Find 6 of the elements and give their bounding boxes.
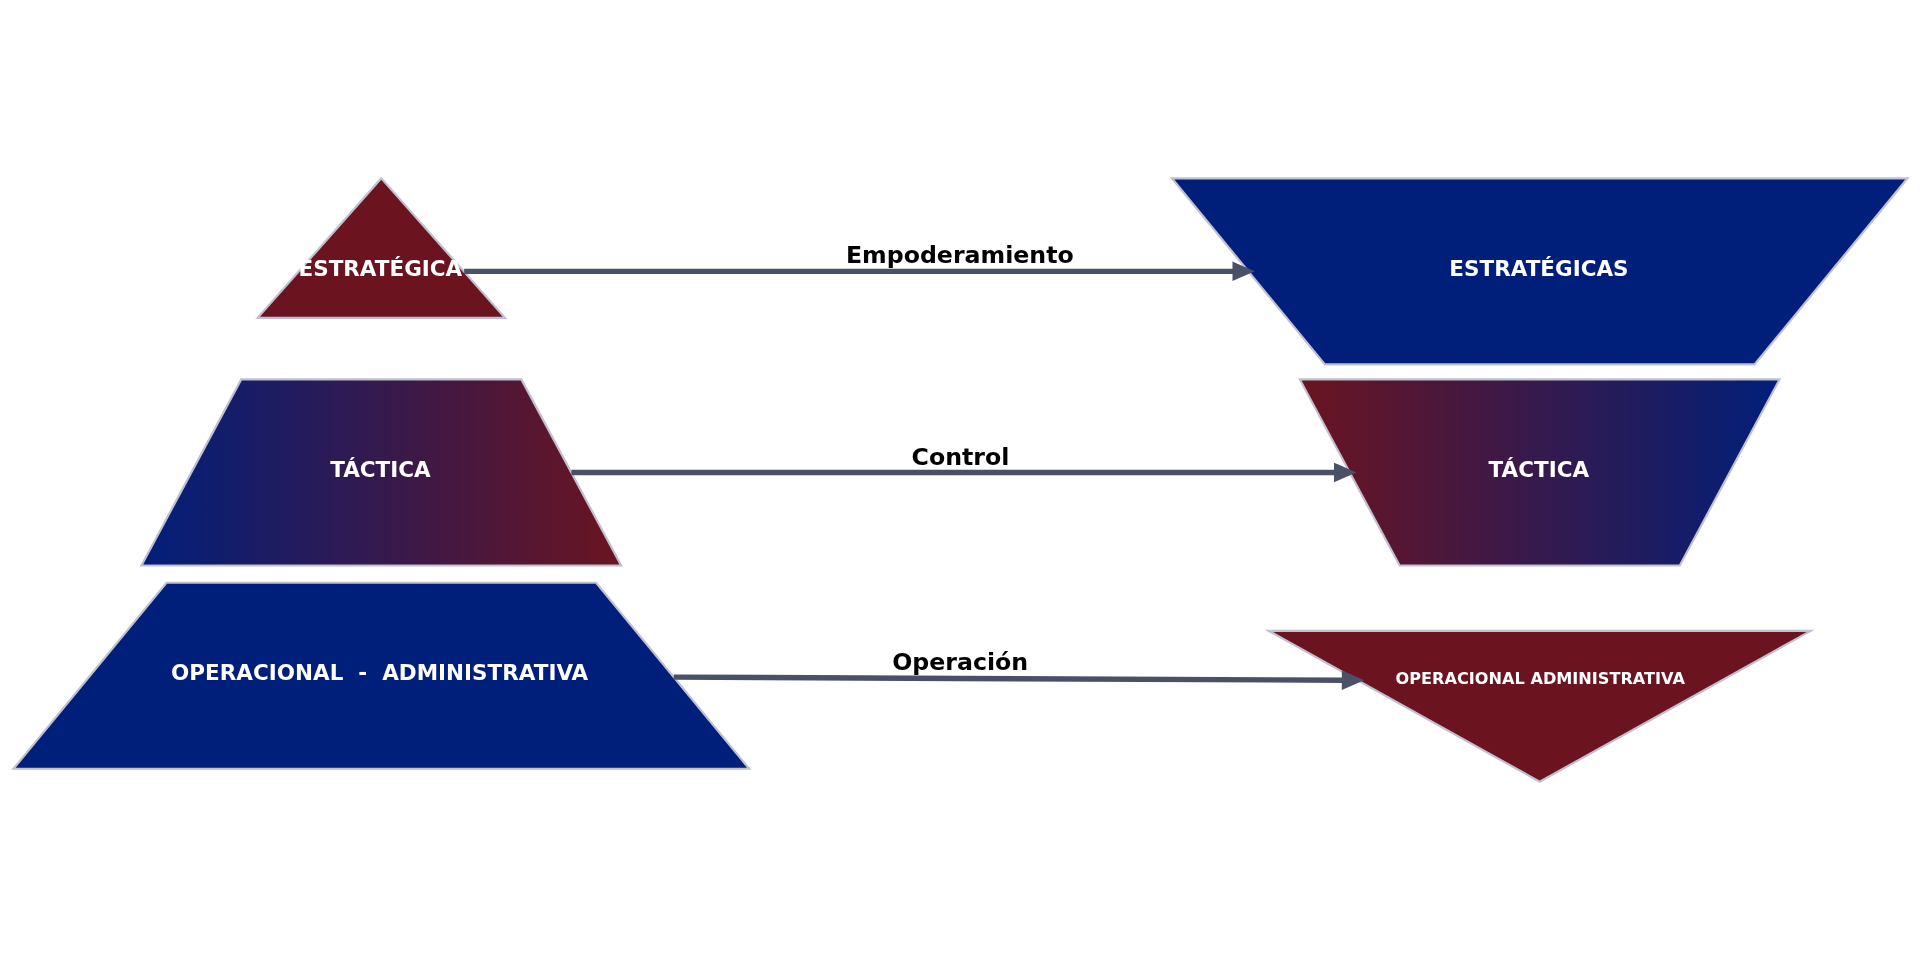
arrow — [463, 261, 1255, 282]
arrow — [570, 462, 1356, 483]
edge-label: Empoderamiento — [845, 241, 1074, 270]
arrow — [673, 670, 1364, 690]
edge-label: Control — [911, 442, 1009, 471]
edge-label: Operación — [891, 647, 1028, 676]
